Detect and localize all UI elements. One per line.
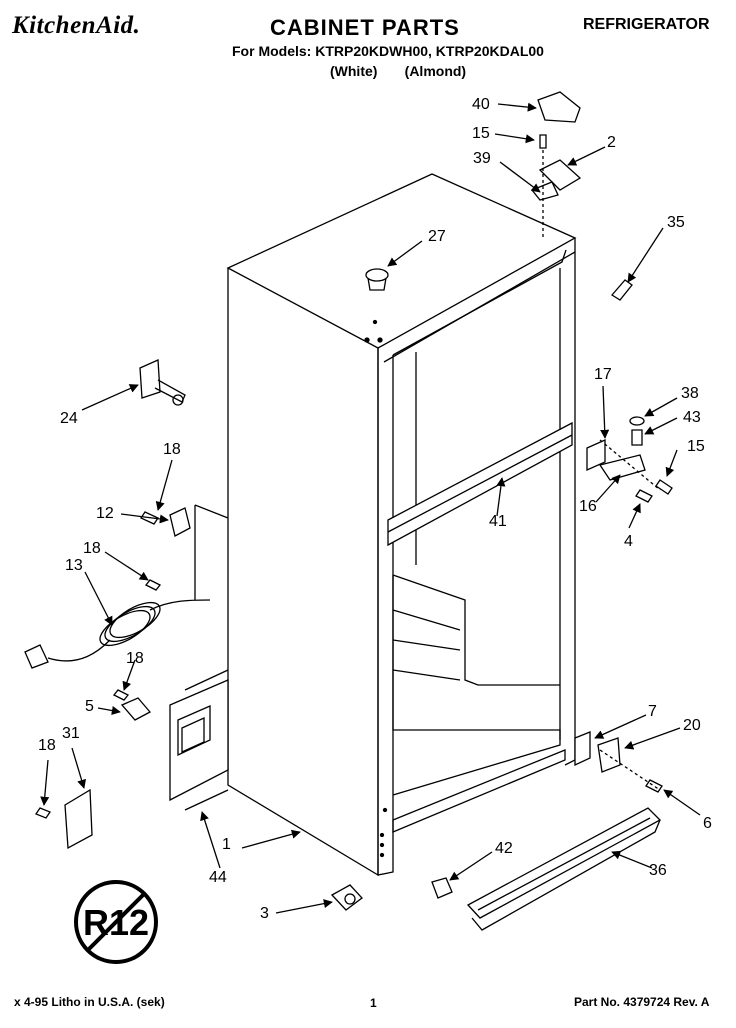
- grille-clip: [431, 877, 453, 899]
- brand-logo: KitchenAid.: [12, 12, 141, 39]
- callout-42: 42: [495, 840, 513, 857]
- cord-clamp: [169, 507, 191, 537]
- footer-litho: x 4-95 Litho in U.S.A. (sek): [14, 995, 165, 1009]
- callout-43: 43: [683, 409, 701, 426]
- models-line: For Models: KTRP20KDWH00, KTRP20KDAL00: [232, 43, 544, 59]
- footer-page-number: 1: [370, 996, 377, 1010]
- leveler: [139, 359, 161, 399]
- bottom-hinge: [597, 737, 621, 773]
- callout-16: 16: [579, 498, 597, 515]
- callout-3: 3: [260, 905, 269, 922]
- callout-13: 13: [65, 557, 83, 574]
- callout-39: 39: [473, 150, 491, 167]
- center-hinge-screw: [655, 479, 673, 495]
- toe-grille: [466, 807, 662, 919]
- callout-2: 2: [607, 134, 616, 151]
- roller: [330, 884, 363, 911]
- leader-lines: [40, 102, 701, 914]
- center-hinge: [598, 454, 646, 481]
- callout-36: 36: [649, 862, 667, 879]
- callout-38: 38: [681, 385, 699, 402]
- callout-18: 18: [83, 540, 101, 557]
- callout-20: 20: [683, 717, 701, 734]
- hinge-shim: [530, 181, 559, 201]
- callout-6: 6: [703, 815, 712, 832]
- callout-24: 24: [60, 410, 78, 427]
- callout-41: 41: [489, 513, 507, 530]
- bushing: [629, 416, 645, 426]
- plug-button: [365, 268, 389, 282]
- category-label: REFRIGERATOR: [583, 16, 710, 33]
- callout-18: 18: [126, 650, 144, 667]
- r12-badge-label: R12: [83, 902, 149, 943]
- top-hinge-screw: [539, 134, 547, 149]
- wire-clamp: [120, 697, 152, 721]
- callout-35: 35: [667, 214, 685, 231]
- callout-7: 7: [648, 703, 657, 720]
- hinge-cover: [537, 91, 581, 123]
- callout-31: 31: [62, 725, 80, 742]
- center-hinge-shim: [586, 438, 606, 472]
- cover-plate: [169, 679, 229, 802]
- callout-12: 12: [96, 505, 114, 522]
- cabinet-shell: [226, 173, 577, 877]
- callout-1: 1: [222, 836, 231, 853]
- callout-15: 15: [472, 125, 490, 142]
- power-cord: [47, 639, 111, 662]
- bottom-hinge-shim: [574, 731, 591, 767]
- bracket: [64, 788, 93, 850]
- callout-18: 18: [38, 737, 56, 754]
- bottom-hinge-screw: [645, 779, 663, 793]
- callout-44: 44: [209, 869, 227, 886]
- top-hinge: [538, 159, 582, 191]
- callout-17: 17: [594, 366, 612, 383]
- callout-18: 18: [163, 441, 181, 458]
- callout-5: 5: [85, 698, 94, 715]
- power-cord-plug: [24, 644, 49, 669]
- page-title: CABINET PARTS: [270, 15, 460, 40]
- callout-4: 4: [624, 533, 633, 550]
- hinge-pin: [631, 429, 643, 446]
- cabinet-trim: [611, 279, 633, 301]
- callout-40: 40: [472, 96, 490, 113]
- callout-27: 27: [428, 228, 446, 245]
- callout-15: 15: [687, 438, 705, 455]
- footer-part-number: Part No. 4379724 Rev. A: [574, 995, 710, 1009]
- colors-line: (White) (Almond): [330, 63, 467, 79]
